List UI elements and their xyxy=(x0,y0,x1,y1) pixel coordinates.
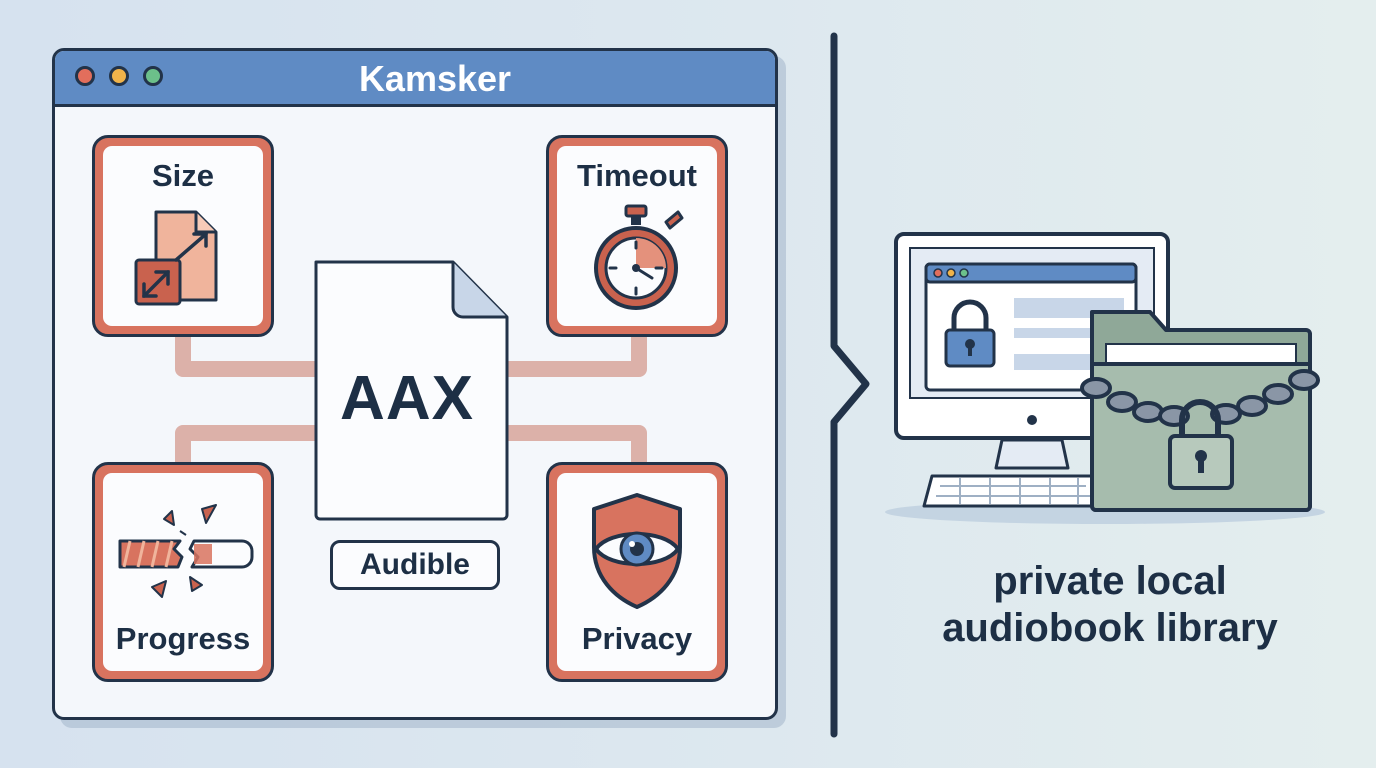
destination-caption: private local audiobook library xyxy=(890,558,1330,652)
window-title: Kamsker xyxy=(358,58,512,99)
destination-caption-line2: audiobook library xyxy=(942,606,1278,651)
app-window: Kamsker Size Timeout xyxy=(52,48,778,720)
size-label: Size xyxy=(151,158,215,193)
timeout-label: Timeout xyxy=(577,158,697,193)
connector-lines xyxy=(175,337,647,462)
progress-label: Progress xyxy=(115,621,251,656)
minimize-window-button[interactable] xyxy=(109,66,129,86)
window-titlebar: Kamsker xyxy=(55,51,775,107)
file-extension-label: AAX xyxy=(340,364,474,433)
maximize-window-button[interactable] xyxy=(143,66,163,86)
size-card: Size xyxy=(92,135,274,337)
timeout-card: Timeout xyxy=(546,135,728,337)
source-badge: Audible xyxy=(330,540,500,590)
padlock-icon xyxy=(944,299,996,368)
broken-progress-bar-icon xyxy=(118,504,254,598)
progress-card: Progress xyxy=(92,462,274,682)
privacy-label: Privacy xyxy=(581,621,693,656)
close-window-button[interactable] xyxy=(75,66,95,86)
chained-folder-icon xyxy=(1080,310,1320,512)
file-document-icon xyxy=(314,260,509,521)
privacy-card: Privacy xyxy=(546,462,728,682)
resize-icon xyxy=(134,210,218,306)
destination-caption-line1: private local xyxy=(993,559,1227,603)
section-divider-arrow xyxy=(830,32,870,738)
eye-shield-icon xyxy=(592,493,682,609)
local-library-illustration xyxy=(885,232,1325,524)
stopwatch-icon xyxy=(594,204,684,310)
